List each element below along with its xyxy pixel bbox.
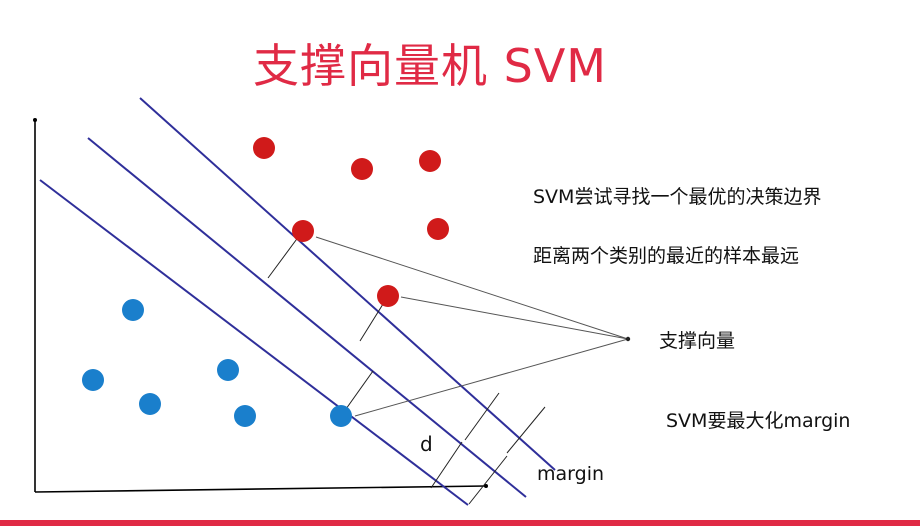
annotation-line-2: 距离两个类别的最近的样本最远 — [533, 245, 799, 267]
lower-margin-line — [39, 179, 469, 506]
y-axis-tip — [33, 118, 37, 122]
pointer-sv1 — [315, 236, 629, 340]
red-support-vector — [377, 285, 399, 307]
red-point — [253, 137, 275, 159]
blue-point — [217, 359, 239, 381]
red-support-vector — [292, 220, 314, 242]
page-title: 支撑向量机 SVM — [253, 39, 607, 93]
d-label: d — [420, 432, 433, 456]
d-tick-lower — [430, 441, 463, 489]
blue-point — [234, 405, 256, 427]
margin-label: margin — [537, 463, 604, 485]
d-tick-upper — [464, 392, 500, 441]
maximize-margin-label: SVM要最大化margin — [666, 410, 850, 432]
red-point — [427, 218, 449, 240]
red-point — [351, 158, 373, 180]
margin-tick-lower — [468, 455, 508, 505]
blue-point — [122, 299, 144, 321]
margin-tick-upper — [506, 406, 546, 454]
x-axis — [34, 485, 487, 493]
support-vectors-label: 支撑向量 — [659, 330, 735, 352]
blue-point — [139, 393, 161, 415]
blue-support-vector — [330, 405, 352, 427]
blue-point — [82, 369, 104, 391]
red-point — [419, 150, 441, 172]
upper-margin-line — [139, 97, 556, 471]
decision-boundary — [87, 137, 527, 498]
pointer-origin-dot — [625, 336, 631, 342]
pointer-sv2 — [400, 296, 629, 340]
bottom-rule — [0, 520, 920, 526]
x-axis-tip — [484, 484, 488, 488]
annotation-line-1: SVM尝试寻找一个最优的决策边界 — [533, 186, 821, 208]
pointer-sv3 — [354, 338, 629, 417]
